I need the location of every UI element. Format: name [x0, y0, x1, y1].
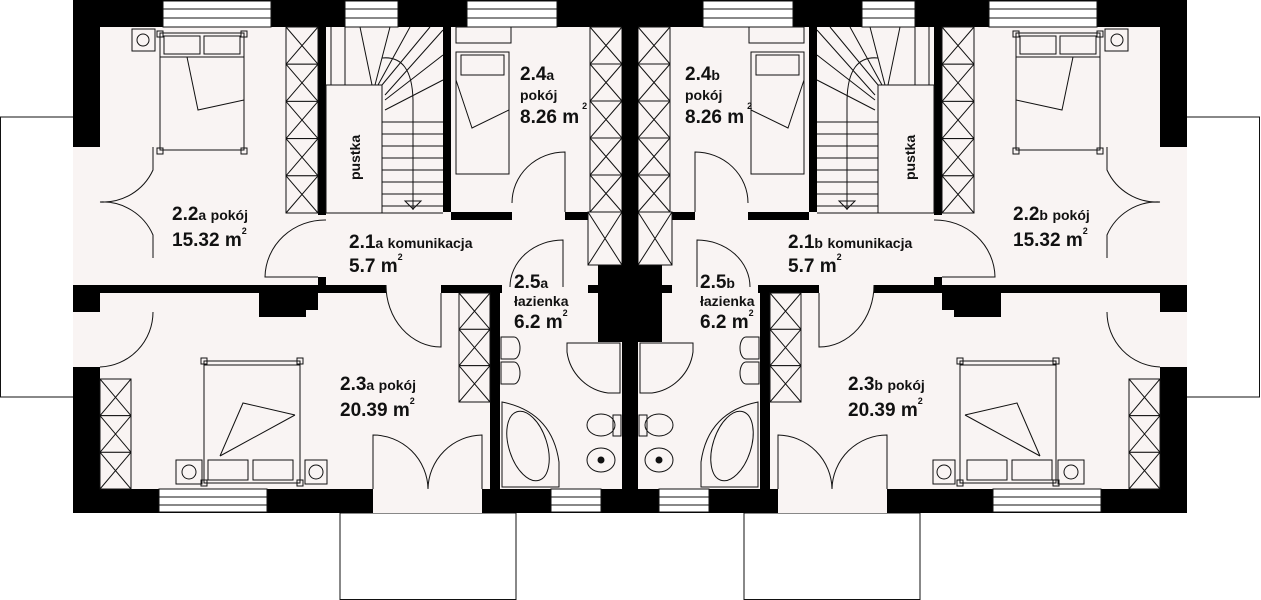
- room-label-2-5b: 2.5b: [700, 272, 735, 293]
- room-label-2-1b: 2.1b komunikacja: [788, 232, 912, 253]
- room-name-2-5b: łazienka: [700, 293, 755, 309]
- room-area-2-4b: 8.26 m2: [685, 101, 752, 128]
- room-name-2-4b: pokój: [685, 87, 722, 103]
- room-area-2-5a: 6.2 m2: [514, 308, 568, 333]
- room-label-2-4b: 2.4b: [685, 64, 720, 85]
- party-wall-gap: [622, 265, 638, 342]
- room-name-2-5a: łazienka: [514, 293, 569, 309]
- void-label-a: pustka: [347, 135, 363, 180]
- room-label-2-1a: 2.1a komunikacja: [349, 232, 473, 253]
- void-label-b: pustka: [902, 135, 918, 180]
- room-label-2-5a: 2.5a: [514, 272, 548, 293]
- party-wall: [622, 0, 638, 513]
- room-area-2-4a: 8.26 m2: [520, 101, 587, 128]
- room-label-2-2b: 2.2b pokój: [1013, 204, 1090, 225]
- room-label-2-3b: 2.3b pokój: [848, 374, 925, 395]
- room-area-2-3a: 20.39 m2: [340, 396, 415, 421]
- room-label-2-2a: 2.2a pokój: [172, 204, 248, 225]
- room-area-2-3b: 20.39 m2: [848, 396, 923, 421]
- room-area-2-5b: 6.2 m2: [700, 308, 754, 333]
- room-area-2-2a: 15.32 m2: [172, 226, 247, 251]
- room-label-2-3a: 2.3a pokój: [340, 374, 416, 395]
- room-area-2-1a: 5.7 m2: [349, 252, 403, 277]
- room-area-2-1b: 5.7 m2: [788, 252, 842, 277]
- room-name-2-4a: pokój: [520, 87, 557, 103]
- room-area-2-2b: 15.32 m2: [1013, 226, 1088, 251]
- room-label-2-4a: 2.4a: [520, 64, 554, 85]
